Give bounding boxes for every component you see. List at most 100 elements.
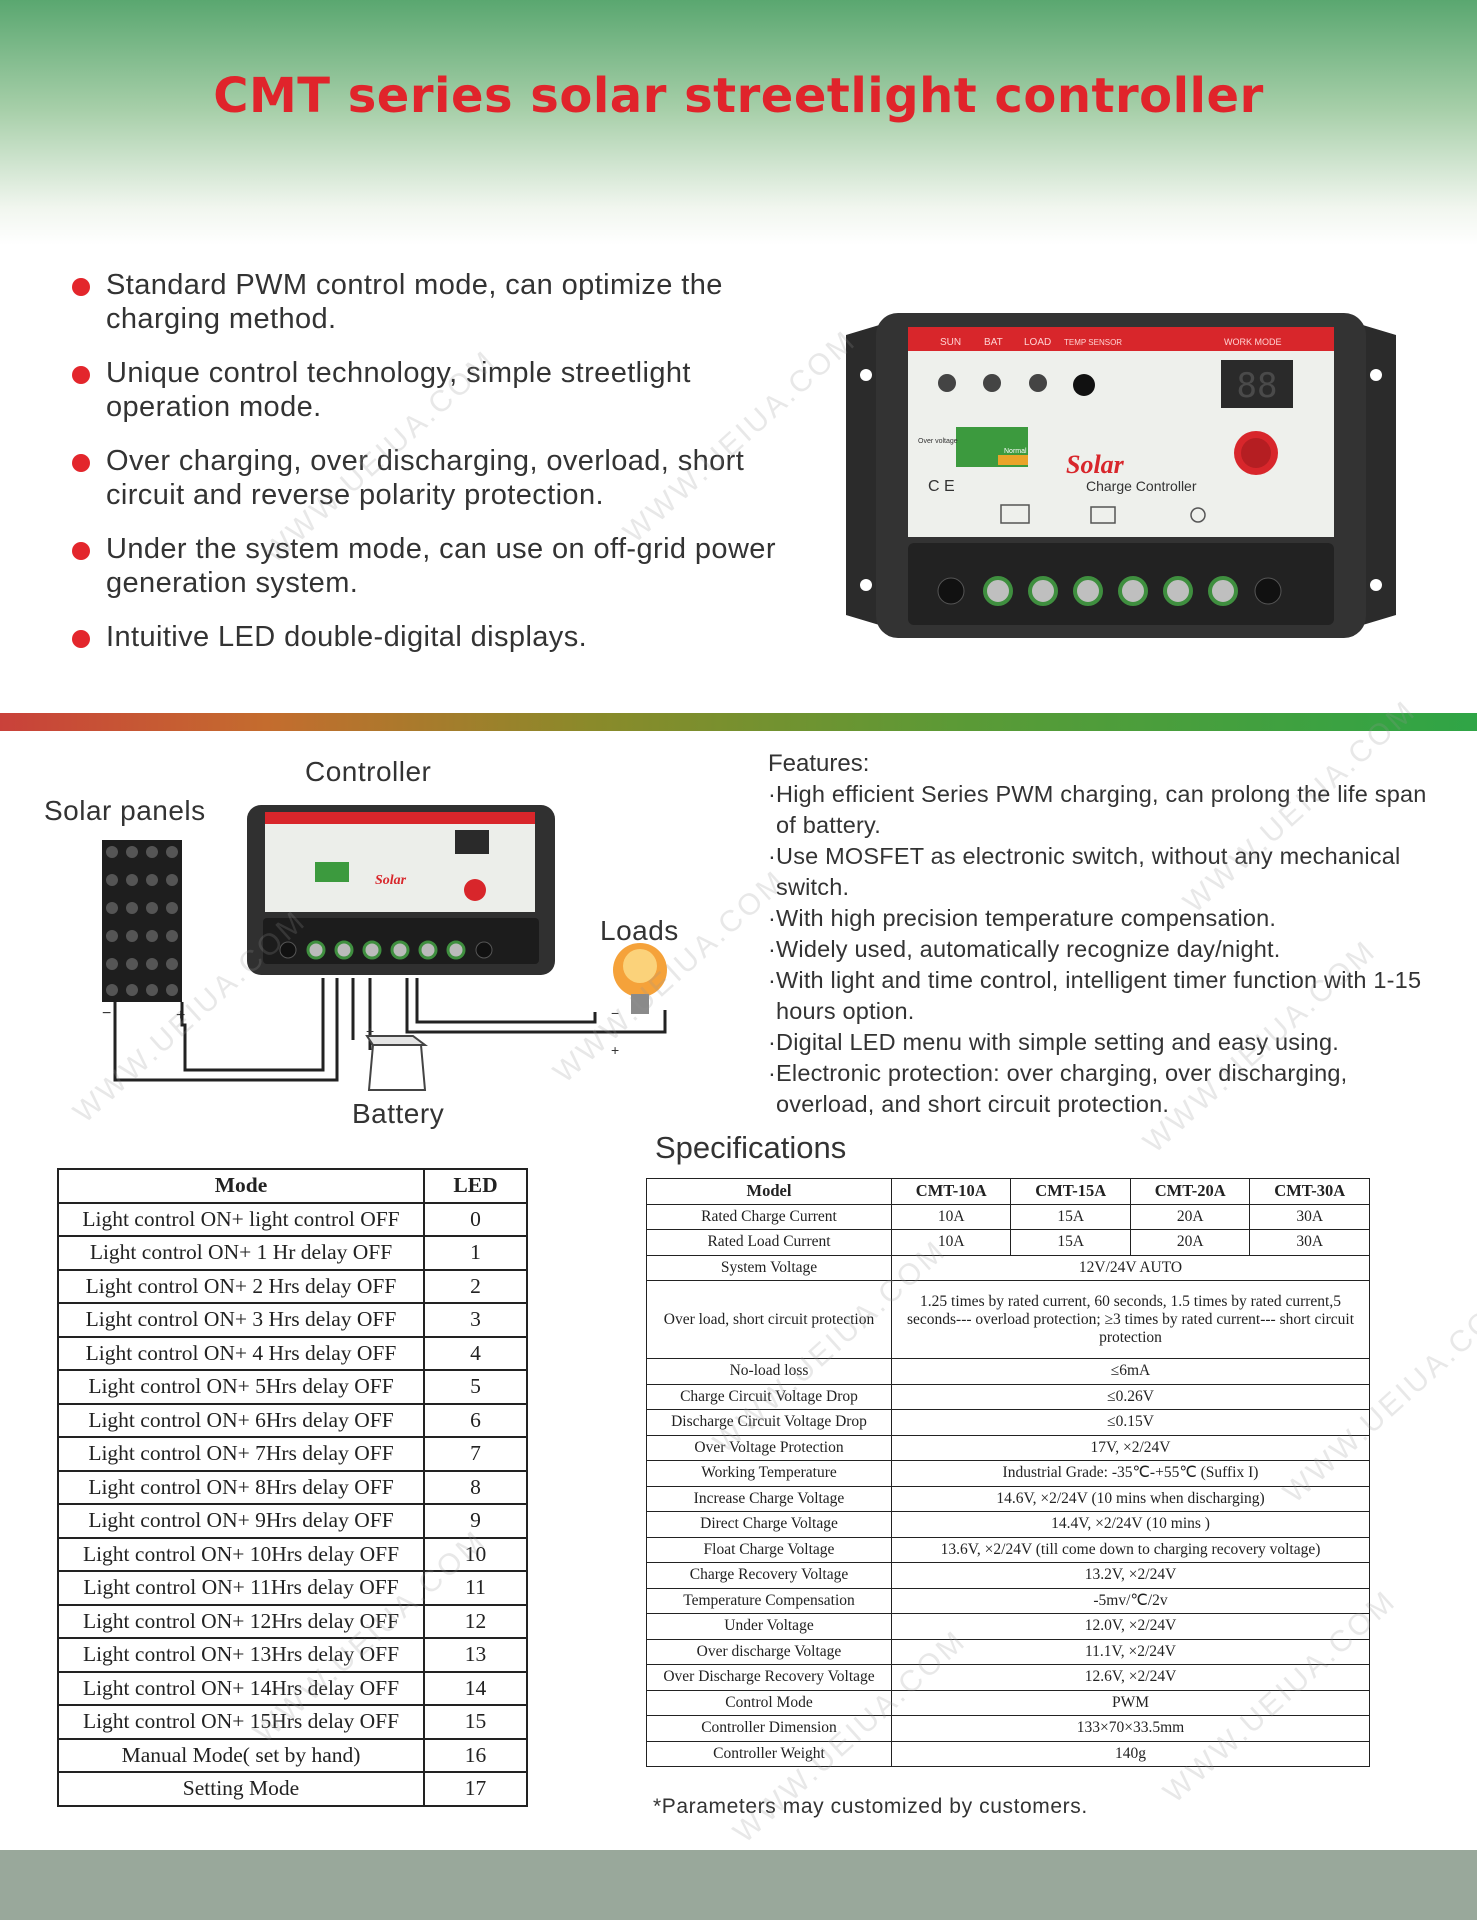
led-cell: 1 xyxy=(423,1235,528,1271)
feature-item: ·High efficient Series PWM charging, can… xyxy=(768,781,1427,838)
diagram-device-brand: Solar xyxy=(375,873,407,888)
controller-device-image: SUN BAT LOAD TEMP SENSOR WORK MODE 88 Ov… xyxy=(846,313,1396,638)
device-label-bat: BAT xyxy=(984,337,1003,348)
value-cell: PWM xyxy=(891,1689,1370,1716)
value-cell: 30A xyxy=(1249,1203,1370,1230)
param-cell: System Voltage xyxy=(646,1254,892,1281)
feature-item: ·Digital LED menu with simple setting an… xyxy=(768,1029,1339,1055)
value-cell: 14.6V, ×2/24V (10 mins when discharging) xyxy=(891,1485,1370,1512)
bullet-item: Intuitive LED double-digital displays. xyxy=(70,620,790,654)
value-cell: 20A xyxy=(1129,1203,1251,1230)
mode-cell: Light control ON+ 14Hrs delay OFF xyxy=(57,1670,425,1706)
mode-cell: Light control ON+ 12Hrs delay OFF xyxy=(57,1603,425,1639)
device-label-temp: TEMP SENSOR xyxy=(1064,338,1122,347)
device-normal-label: Normal xyxy=(1004,448,1027,455)
value-cell: 20A xyxy=(1129,1229,1251,1256)
bullet-item: Unique control technology, simple street… xyxy=(70,356,790,424)
led-cell: 7 xyxy=(423,1436,528,1472)
table-row: No-load loss≤6mA xyxy=(646,1358,1370,1385)
param-cell: Over Discharge Recovery Voltage xyxy=(646,1664,892,1691)
footnote: *Parameters may customized by customers. xyxy=(653,1795,1088,1818)
battery-plus-label: + xyxy=(366,1023,374,1039)
value-cell: 12.0V, ×2/24V xyxy=(891,1613,1370,1640)
led-cell: 4 xyxy=(423,1335,528,1371)
param-cell: Rated Charge Current xyxy=(646,1203,892,1230)
param-cell: Float Charge Voltage xyxy=(646,1536,892,1563)
model-column-header: CMT-10A xyxy=(890,1178,1012,1205)
led-cell: 3 xyxy=(423,1302,528,1338)
feature-item: ·Use MOSFET as electronic switch, withou… xyxy=(768,843,1401,900)
led-header: LED xyxy=(423,1168,528,1204)
mode-header: Mode xyxy=(57,1168,425,1204)
feature-item: ·Widely used, automatically recognize da… xyxy=(768,936,1281,962)
bullet-item: Standard PWM control mode, can optimize … xyxy=(70,268,790,336)
table-header-row: Model CMT-10A CMT-15A CMT-20A CMT-30A xyxy=(646,1178,1370,1205)
value-cell: 12V/24V AUTO xyxy=(891,1254,1370,1281)
mode-cell: Light control ON+ 2 Hrs delay OFF xyxy=(57,1268,425,1304)
header-band xyxy=(0,0,1477,245)
feature-item: ·With high precision temperature compens… xyxy=(768,905,1277,931)
param-cell: Temperature Compensation xyxy=(646,1587,892,1614)
table-row: Charge Circuit Voltage Drop≤0.26V xyxy=(646,1383,1370,1410)
led-cell: 9 xyxy=(423,1503,528,1539)
bullet-dot-icon xyxy=(72,630,90,648)
specifications-title: Specifications xyxy=(655,1130,847,1165)
device-label-work-mode: WORK MODE xyxy=(1224,337,1282,347)
led-cell: 6 xyxy=(423,1402,528,1438)
model-header: Model xyxy=(646,1178,892,1205)
param-cell: Controller Weight xyxy=(646,1740,892,1767)
load-plus-label: + xyxy=(611,1042,619,1058)
param-cell: No-load loss xyxy=(646,1358,892,1385)
bullet-dot-icon xyxy=(72,278,90,296)
footer-band xyxy=(0,1850,1477,1920)
wiring-diagram: − + Solar + − − + xyxy=(102,805,667,1091)
led-cell: 8 xyxy=(423,1469,528,1505)
bullet-item: Over charging, over discharging, overloa… xyxy=(70,444,790,512)
param-cell: Over Voltage Protection xyxy=(646,1434,892,1461)
page-title: CMT series solar streetlight controller xyxy=(213,68,1264,124)
feature-item: ·Electronic protection: over charging, o… xyxy=(768,1060,1348,1117)
value-cell: ≤0.26V xyxy=(891,1383,1370,1410)
value-cell: 11.1V, ×2/24V xyxy=(891,1638,1370,1665)
diagram-label-loads: Loads xyxy=(600,915,679,946)
value-cell: 30A xyxy=(1249,1229,1370,1256)
mode-cell: Light control ON+ light control OFF xyxy=(57,1201,425,1237)
bullet-list: Standard PWM control mode, can optimize … xyxy=(70,268,790,674)
mode-cell: Light control ON+ 6Hrs delay OFF xyxy=(57,1402,425,1438)
led-cell: 5 xyxy=(423,1369,528,1405)
value-cell: 14.4V, ×2/24V (10 mins ) xyxy=(891,1511,1370,1538)
model-column-header: CMT-30A xyxy=(1249,1178,1370,1205)
mode-cell: Light control ON+ 9Hrs delay OFF xyxy=(57,1503,425,1539)
param-cell: Charge Circuit Voltage Drop xyxy=(646,1383,892,1410)
value-cell: 13.6V, ×2/24V (till come down to chargin… xyxy=(891,1536,1370,1563)
value-cell: Industrial Grade: -35℃-+55℃ (Suffix I) xyxy=(891,1460,1370,1487)
value-cell: 15A xyxy=(1010,1203,1131,1230)
bullet-dot-icon xyxy=(72,542,90,560)
param-cell: Control Mode xyxy=(646,1689,892,1716)
param-cell: Charge Recovery Voltage xyxy=(646,1562,892,1589)
load-minus-label: − xyxy=(611,1005,619,1021)
value-cell: ≤6mA xyxy=(891,1358,1370,1385)
device-brand: Solar xyxy=(1066,450,1125,479)
mode-cell: Light control ON+ 13Hrs delay OFF xyxy=(57,1637,425,1673)
param-cell: Direct Charge Voltage xyxy=(646,1511,892,1538)
table-row: Manual Mode( set by hand)16 xyxy=(57,1737,528,1773)
param-cell: Rated Load Current xyxy=(646,1229,892,1256)
device-label-load: LOAD xyxy=(1024,337,1051,348)
battery-minus-label: − xyxy=(408,1023,416,1039)
diagram-label-solar-panels: Solar panels xyxy=(44,795,206,826)
